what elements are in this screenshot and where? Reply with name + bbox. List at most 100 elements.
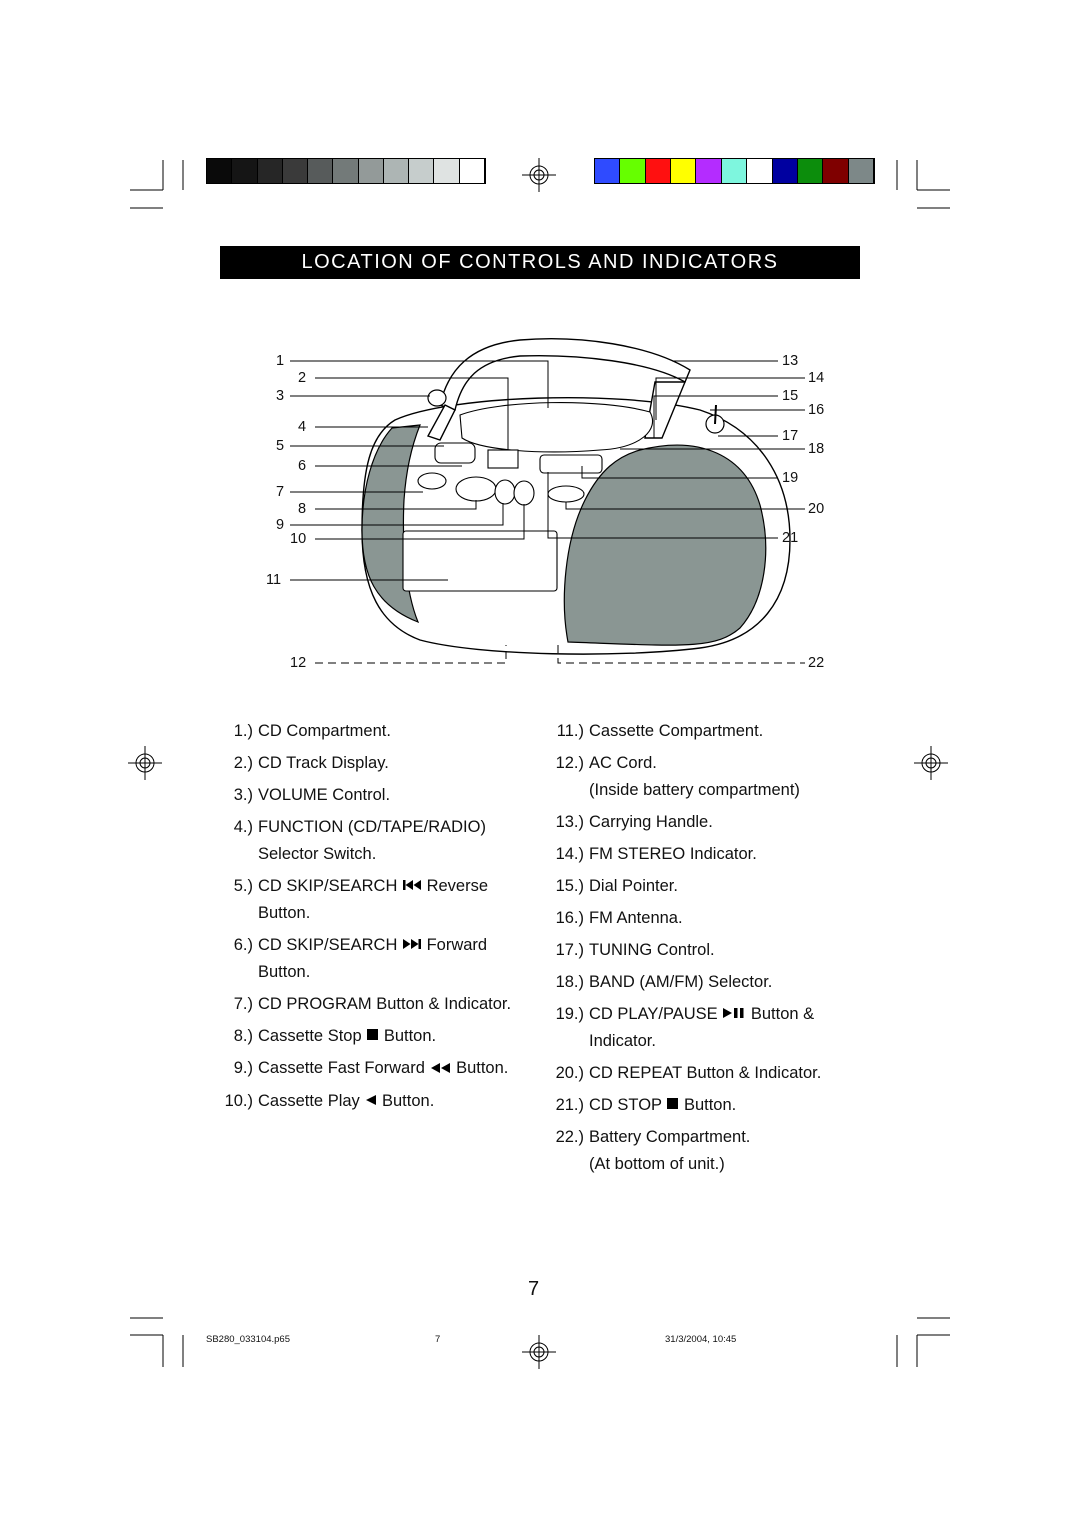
grayscale-color-bar (206, 158, 486, 184)
callout-17: 17 (782, 428, 799, 444)
legend-item: 18.) BAND (AM/FM) Selector. (551, 969, 851, 996)
legend-item-text: Button & Indicator. (589, 1005, 815, 1051)
legend-item-text: CD STOP (589, 1096, 662, 1115)
play-icon (364, 1088, 377, 1115)
repeat-button (547, 485, 585, 503)
color-swatch (747, 159, 773, 183)
legend-item-number: 22.) (555, 1128, 584, 1147)
legend-item-number: 5.) (233, 877, 253, 895)
legend-item: 17.) TUNING Control. (551, 937, 851, 964)
color-swatch (721, 159, 748, 183)
legend-item-text: Reverse Button. (258, 877, 489, 923)
legend-item-text: CD Compartment. (258, 722, 391, 740)
cassette-stop-button (455, 476, 497, 502)
boombox-diagram (290, 338, 805, 664)
callout-7: 7 (276, 484, 285, 500)
registration-target-icon (522, 1335, 556, 1369)
legend-item: 21.) CD STOP Button. (551, 1092, 851, 1119)
section-title: LOCATION OF CONTROLS AND INDICATORS (220, 246, 860, 279)
gray-swatch (434, 159, 460, 183)
gray-swatch (383, 159, 410, 183)
legend-item-text: BAND (AM/FM) Selector. (589, 973, 773, 991)
legend-item-text: FM Antenna. (589, 909, 683, 927)
legend-item-number: 1.) (233, 722, 253, 740)
legend-item-text: Carrying Handle. (589, 813, 713, 831)
callout-11: 11 (266, 572, 282, 588)
legend-item: (Inside battery compartment) (551, 777, 851, 804)
legend-item-text: Cassette Fast Forward (258, 1059, 425, 1078)
color-swatch (696, 159, 722, 183)
legend-item: 6.)CD SKIP/SEARCH Forward Button. (220, 932, 530, 986)
legend-item-number: 7.) (233, 995, 253, 1014)
legend-item-text: Cassette Stop (258, 1027, 362, 1046)
play-pause-button (539, 454, 603, 474)
gray-swatch (358, 159, 384, 183)
gray-swatch (232, 159, 258, 183)
process-color-bar (594, 158, 875, 184)
callout-4: 4 (298, 419, 307, 435)
legend-item-number: 21.) (555, 1096, 584, 1115)
color-swatch (797, 159, 824, 183)
registration-target-icon (128, 746, 162, 780)
legend-item-number: 14.) (555, 845, 584, 863)
legend-item-number: 17.) (555, 941, 584, 959)
legend-item: 10.)Cassette Play Button. (220, 1088, 530, 1115)
legend-item: 1.) CD Compartment. (220, 718, 530, 745)
footer-page: 7 (435, 1334, 441, 1345)
legend-item-number: 8.) (233, 1027, 253, 1046)
page-number: 7 (528, 1278, 540, 1300)
legend-item-text: TUNING Control. (589, 941, 715, 959)
volume-knob (427, 389, 447, 407)
callout-18: 18 (808, 441, 825, 457)
fm-antenna (714, 404, 717, 425)
color-swatch (848, 159, 874, 183)
legend-item-number: 11.) (556, 722, 584, 740)
legend-item: 11.)Cassette Compartment. (551, 718, 851, 745)
callout-13: 13 (782, 353, 799, 369)
legend-item-text: (Inside battery compartment) (589, 781, 800, 799)
legend-item-text: Cassette Play (258, 1091, 360, 1110)
legend-item: 19.) CD PLAY/PAUSE Button & Indicator. (551, 1001, 851, 1055)
gray-swatch (333, 159, 359, 183)
legend-item: 13.) Carrying Handle. (551, 809, 851, 836)
legend-item-text: CD REPEAT Button & Indicator. (589, 1064, 822, 1083)
legend-item: 12.)AC Cord. (551, 750, 851, 777)
legend-item-text: (At bottom of unit.) (589, 1155, 725, 1174)
legend-item-text: FM STEREO Indicator. (589, 845, 757, 863)
registration-target-icon (914, 746, 948, 780)
callout-22: 22 (808, 655, 825, 671)
color-swatch (645, 159, 672, 183)
legend-item-text: CD SKIP/SEARCH (258, 936, 398, 955)
legend-item-text: Forward Button. (258, 936, 488, 982)
color-swatch (620, 159, 646, 183)
callout-21: 21 (782, 530, 799, 546)
legend-item-text: CD PROGRAM Button & Indicator. (258, 995, 512, 1014)
track-display (487, 449, 519, 469)
legend-item-text: Button. (683, 1096, 737, 1115)
legend-item-number: 12.) (555, 754, 584, 772)
color-swatch (671, 159, 697, 183)
skip-forward-icon (402, 932, 422, 959)
legend-left-column: 1.)CD Compartment.2.)CD Track Display.3.… (220, 718, 530, 1120)
callout-15: 15 (782, 388, 799, 404)
legend-item-text: VOLUME Control. (258, 786, 391, 804)
program-button (417, 472, 447, 490)
legend-item-text: CD SKIP/SEARCH (258, 877, 398, 895)
callout-3: 3 (276, 388, 285, 404)
cassette-play-button (513, 480, 535, 506)
top-crop-marks (130, 160, 950, 209)
gray-swatch (308, 159, 334, 183)
legend-item-number: 19.) (555, 1005, 584, 1023)
legend-item-text: CD PLAY/PAUSE (589, 1005, 718, 1023)
legend-item-text: Battery Compartment. (589, 1128, 751, 1147)
legend-item-number: 13.) (555, 813, 584, 831)
callout-5: 5 (276, 438, 285, 454)
legend-item: 9.)Cassette Fast Forward Button. (220, 1055, 530, 1082)
gray-swatch (282, 159, 309, 183)
legend-item-number: 3.) (233, 786, 253, 804)
cassette-door (402, 530, 558, 592)
legend-item-text: FUNCTION (CD/TAPE/RADIO) Selector Switch… (258, 818, 486, 863)
legend-item: 15.)Dial Pointer. (551, 873, 851, 900)
legend-item-number: 18.) (555, 973, 584, 991)
cassette-ff-button (494, 479, 516, 505)
